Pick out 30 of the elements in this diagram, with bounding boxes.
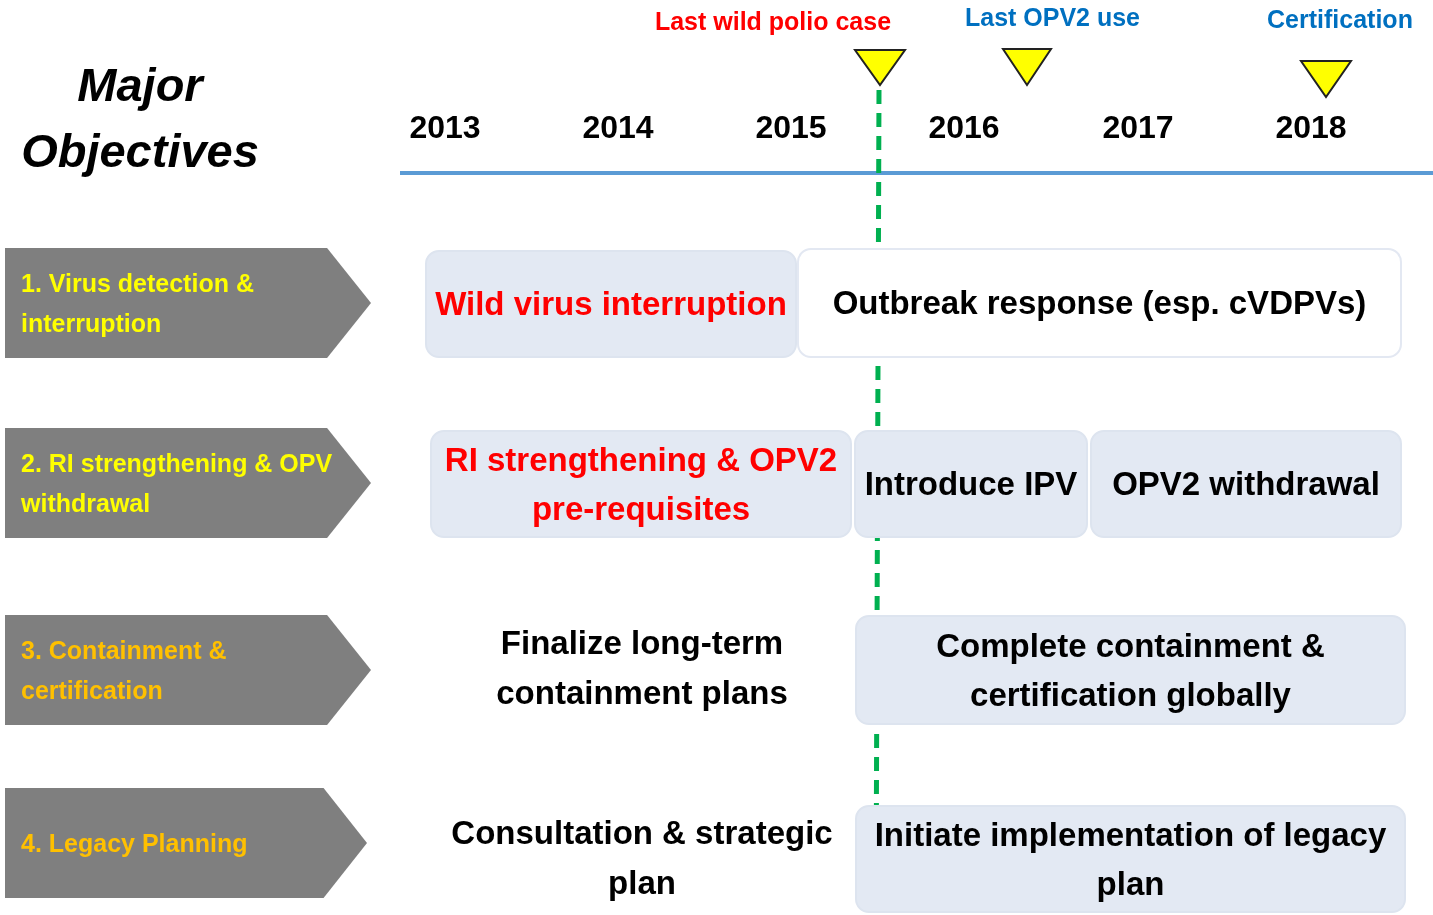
milestone-label: Certification bbox=[1266, 4, 1414, 34]
activity-label: RI strengthening & OPV2 pre-requisites bbox=[443, 439, 839, 529]
objective-label: 3. Containment & certification bbox=[21, 635, 228, 706]
timeline-box bbox=[1090, 430, 1402, 538]
activity-label: Wild virus interruption bbox=[435, 284, 787, 325]
activity-label: Outbreak response (esp. cVDPVs) bbox=[832, 283, 1367, 324]
timeline-box bbox=[425, 250, 797, 358]
timeline-box bbox=[797, 248, 1402, 358]
year-label: 2017 bbox=[1101, 108, 1175, 147]
activity-label: Consultation & strategic plan bbox=[450, 813, 834, 903]
objective-label: 1. Virus detection & interruption bbox=[21, 268, 255, 339]
year-label: 2014 bbox=[581, 108, 655, 147]
timeline-box bbox=[855, 615, 1406, 725]
timeline-box bbox=[430, 430, 852, 538]
objective-label: 4. Legacy Planning bbox=[21, 828, 248, 859]
timeline-box bbox=[855, 805, 1406, 913]
year-label: 2018 bbox=[1274, 108, 1348, 147]
activity-label: Initiate implementation of legacy plan bbox=[873, 814, 1388, 904]
activity-label: Complete containment & certification globally bbox=[935, 625, 1326, 715]
activity-label: Introduce IPV bbox=[864, 464, 1078, 505]
timeline-box bbox=[854, 430, 1088, 538]
milestone-label: Last wild polio case bbox=[653, 6, 893, 36]
year-label: 2016 bbox=[927, 108, 1001, 147]
year-label: 2013 bbox=[408, 108, 482, 147]
activity-label: Finalize long-term containment plans bbox=[495, 623, 789, 713]
activity-label: OPV2 withdrawal bbox=[1112, 464, 1380, 505]
heading: Major Objectives bbox=[20, 57, 260, 179]
objective-label: 2. RI strengthening & OPV withdrawal bbox=[21, 448, 334, 519]
milestone-label: Last OPV2 use bbox=[963, 2, 1142, 32]
year-label: 2015 bbox=[754, 108, 828, 147]
